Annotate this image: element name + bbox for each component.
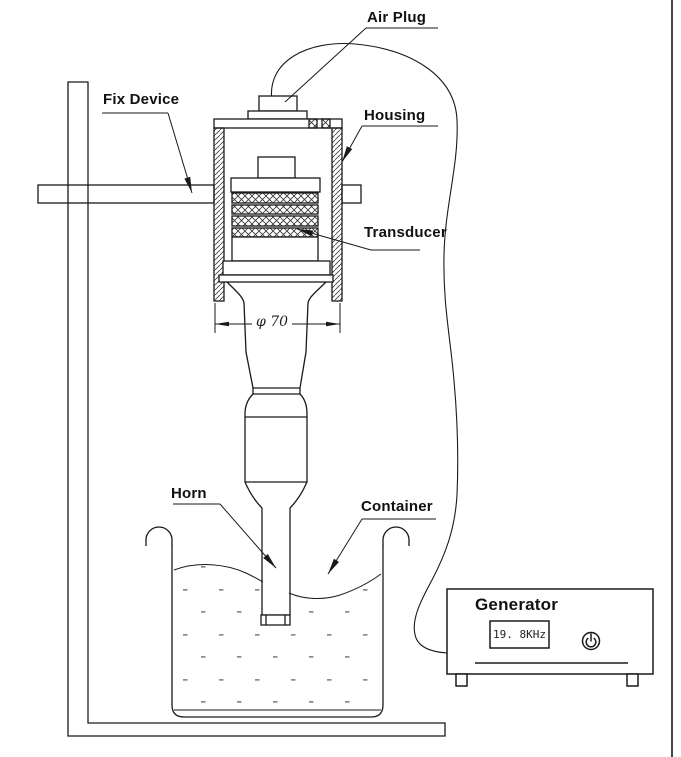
container-rim-right xyxy=(382,526,410,546)
horn-leader xyxy=(173,503,277,569)
generator-unit xyxy=(446,588,654,687)
top-plate-bolt-left xyxy=(308,118,318,129)
generator-box xyxy=(446,588,654,675)
top-plate-bolt-right xyxy=(321,118,331,129)
container-rim-left xyxy=(145,526,173,546)
liquid-fill xyxy=(174,564,381,709)
container-label: Container xyxy=(361,498,433,515)
horn-probe xyxy=(260,508,291,626)
dimension-phi70 xyxy=(214,303,341,333)
transducer-stack xyxy=(218,156,334,283)
phi70-dimension-text: φ 70 xyxy=(255,314,289,330)
leader-lines xyxy=(102,27,438,575)
generator-cable xyxy=(270,42,459,654)
transducer-label: Transducer xyxy=(364,224,447,241)
generator-label: Generator xyxy=(475,595,559,614)
liquid-surface xyxy=(173,564,382,599)
air-plug-leader xyxy=(284,27,438,103)
housing-leader xyxy=(341,125,438,163)
transducer-leader xyxy=(296,228,420,251)
piezo-ring xyxy=(231,215,319,227)
air-plug-base xyxy=(247,110,308,120)
generator-foot-right xyxy=(626,673,639,687)
air-plug-label: Air Plug xyxy=(367,9,427,26)
horn-tip xyxy=(260,614,291,626)
container-leader xyxy=(327,518,436,575)
fix-device-arm-stub xyxy=(341,184,362,204)
housing-wall-left xyxy=(213,127,225,302)
transducer-flange-plate xyxy=(218,274,334,283)
fix-device-arm xyxy=(37,184,215,204)
transducer-flange xyxy=(222,260,331,276)
transducer-front-mass xyxy=(231,236,319,262)
frequency-display xyxy=(489,620,550,649)
transducer-back-mass xyxy=(230,177,321,193)
frequency-display-value: 19. 8KHz xyxy=(493,628,546,641)
generator-foot-left xyxy=(455,673,468,687)
fix-device-label: Fix Device xyxy=(103,91,180,108)
housing-wall-right xyxy=(331,127,343,302)
horn-label: Horn xyxy=(171,485,207,502)
fix-device-leader xyxy=(102,112,193,194)
dim-arrow-left xyxy=(215,321,229,327)
piezo-ring xyxy=(231,192,319,204)
housing-top-plate xyxy=(213,118,343,129)
horn-body xyxy=(226,281,327,509)
housing-label: Housing xyxy=(364,107,426,124)
transducer-bolt-head xyxy=(257,156,296,179)
power-button-icon xyxy=(581,631,601,651)
piezo-ring xyxy=(231,204,319,215)
air-plug-part xyxy=(258,95,298,112)
dim-arrow-right xyxy=(326,321,340,327)
container-beaker xyxy=(145,526,410,718)
